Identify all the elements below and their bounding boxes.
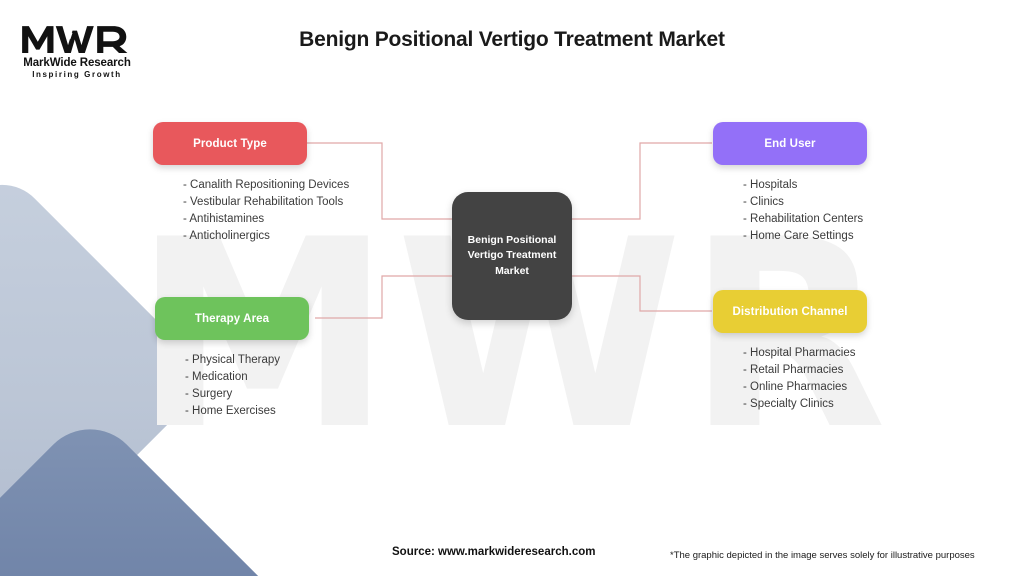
list-item: - Hospitals xyxy=(743,179,798,191)
connector-therapy-area xyxy=(315,275,452,319)
logo-company-name: MarkWide Research xyxy=(23,57,131,69)
list-item: - Surgery xyxy=(185,388,233,400)
branch-header-end-user[interactable]: End User xyxy=(713,122,867,165)
list-item: - Retail Pharmacies xyxy=(743,364,844,376)
list-item: - Home Care Settings xyxy=(743,230,854,242)
list-item: - Clinics xyxy=(743,196,784,208)
branch-list-therapy-area: - Physical Therapy - Medication - Surger… xyxy=(155,352,309,420)
list-item: - Rehabilitation Centers xyxy=(743,213,864,225)
branch-product-type: Product Type - Canalith Repositioning De… xyxy=(153,122,349,245)
list-item: - Physical Therapy xyxy=(185,354,281,366)
list-item: - Medication xyxy=(185,371,248,383)
branch-distribution-channel: Distribution Channel - Hospital Pharmaci… xyxy=(713,290,867,413)
disclaimer-note: *The graphic depicted in the image serve… xyxy=(670,550,975,561)
branch-header-therapy-area[interactable]: Therapy Area xyxy=(155,297,309,340)
list-item: - Home Exercises xyxy=(185,405,276,417)
page-title: Benign Positional Vertigo Treatment Mark… xyxy=(299,28,725,51)
list-item: - Hospital Pharmacies xyxy=(743,347,856,359)
list-item: - Specialty Clinics xyxy=(743,398,834,410)
branch-header-product-type[interactable]: Product Type xyxy=(153,122,307,165)
branch-therapy-area: Therapy Area - Physical Therapy - Medica… xyxy=(155,297,309,420)
logo-tagline: Inspiring Growth xyxy=(32,70,122,79)
company-logo: MarkWide Research Inspiring Growth xyxy=(12,22,142,84)
branch-list-product-type: - Canalith Repositioning Devices - Vesti… xyxy=(153,177,349,245)
branch-header-distribution-channel[interactable]: Distribution Channel xyxy=(713,290,867,333)
connector-distribution-channel xyxy=(572,275,712,312)
list-item: - Anticholinergics xyxy=(183,230,270,242)
center-node: Benign Positional Vertigo Treatment Mark… xyxy=(452,192,572,320)
list-item: - Vestibular Rehabilitation Tools xyxy=(183,196,344,208)
branch-list-distribution-channel: - Hospital Pharmacies - Retail Pharmacie… xyxy=(713,345,867,413)
source-label: Source: www.markwideresearch.com xyxy=(392,546,596,558)
mwr-monogram-icon xyxy=(22,26,128,53)
list-item: - Online Pharmacies xyxy=(743,381,848,393)
list-item: - Canalith Repositioning Devices xyxy=(183,179,350,191)
connector-end-user xyxy=(572,142,712,220)
list-item: - Antihistamines xyxy=(183,213,265,225)
branch-list-end-user: - Hospitals - Clinics - Rehabilitation C… xyxy=(713,177,867,245)
branch-end-user: End User - Hospitals - Clinics - Rehabil… xyxy=(713,122,867,245)
